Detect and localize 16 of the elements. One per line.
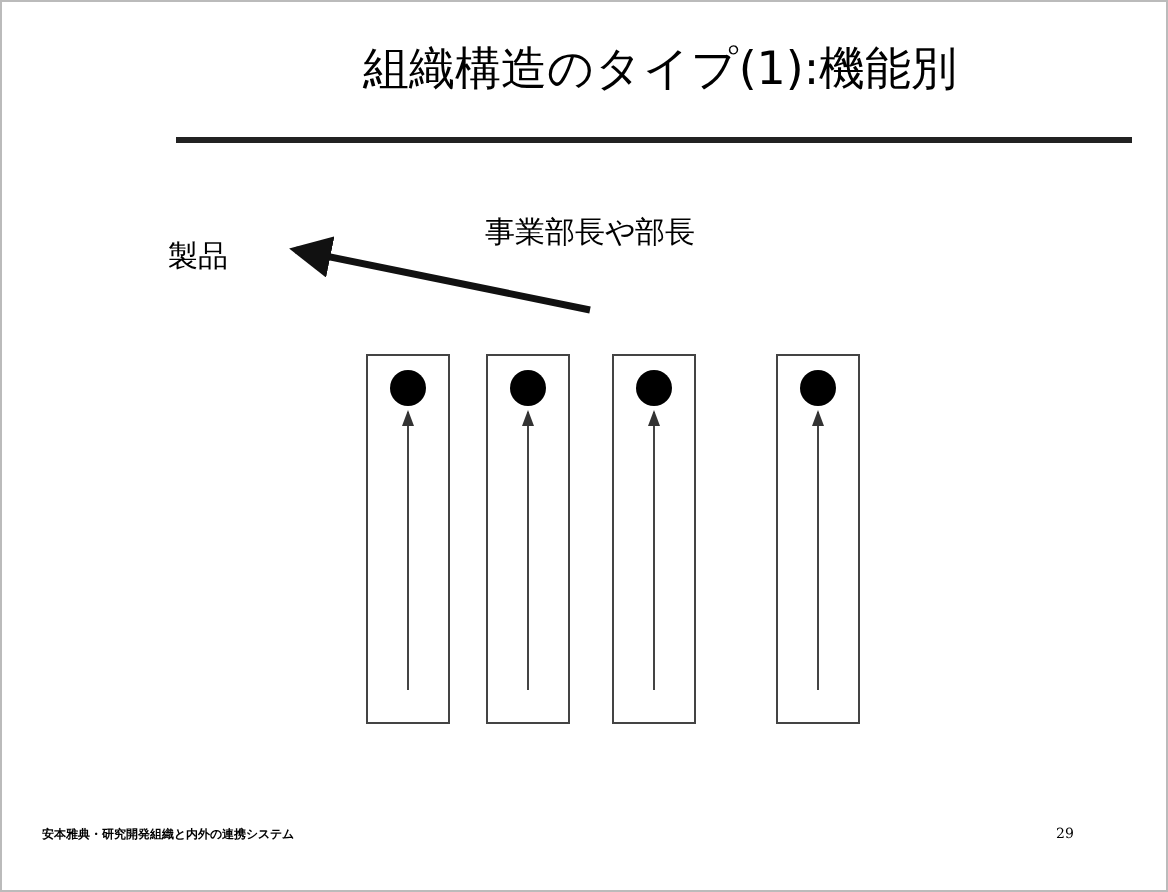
arrow: [648, 410, 660, 691]
dot: [510, 370, 546, 406]
title: 組織構造のタイプ(1):機能別: [360, 42, 960, 100]
node-label: 製品: [168, 236, 228, 276]
heading-label: 事業部長や部長: [483, 212, 697, 252]
column-box: [486, 354, 570, 724]
arrow: [522, 410, 534, 691]
column-box: [612, 354, 696, 724]
dot: [390, 370, 426, 406]
column-box: [366, 354, 450, 724]
dot: [800, 370, 836, 406]
arrow: [402, 410, 414, 691]
column-box: [776, 354, 860, 724]
arrow: [812, 410, 824, 691]
dot: [636, 370, 672, 406]
arrow: [289, 236, 591, 314]
